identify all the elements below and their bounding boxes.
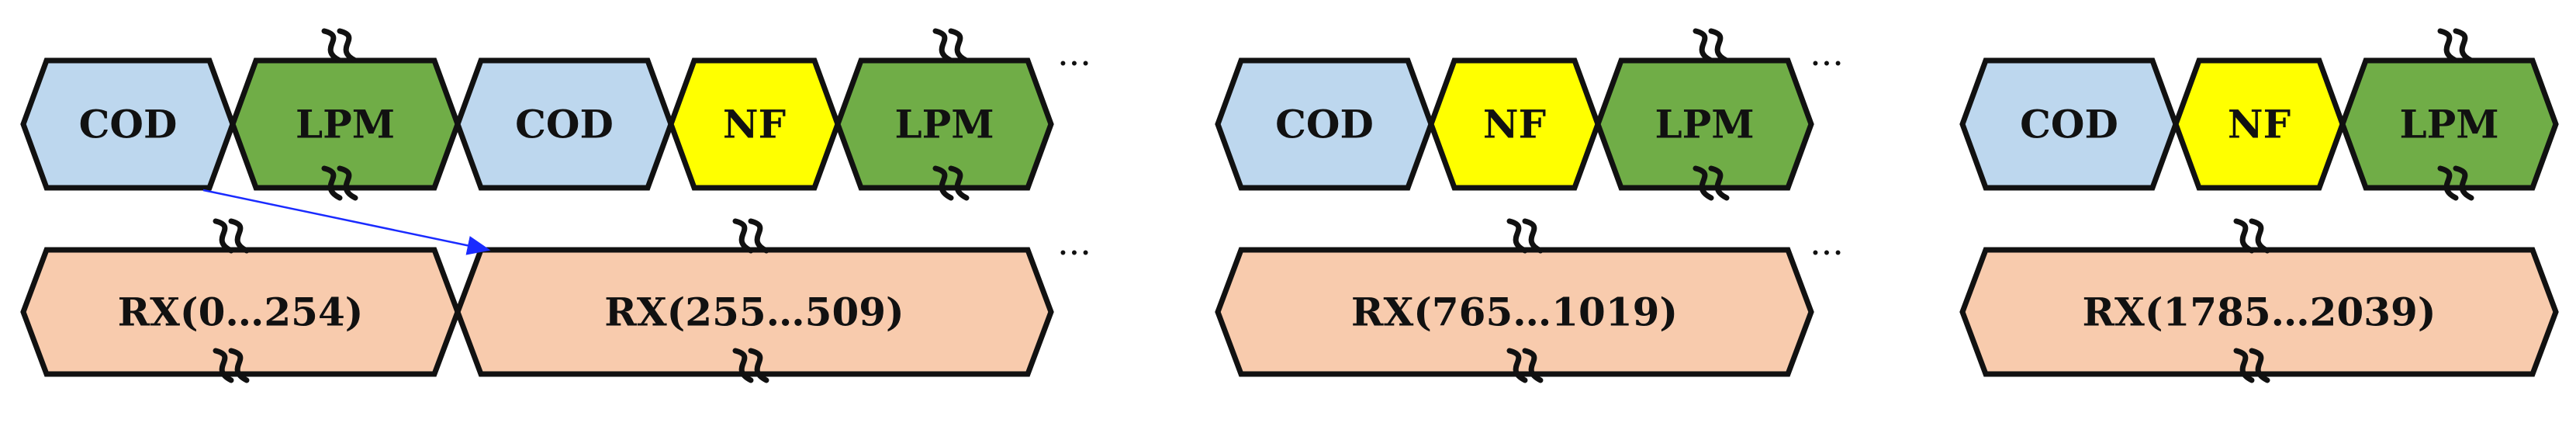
- lpm-block: [2339, 57, 2559, 191]
- nf-block-label: NF: [1483, 102, 1546, 147]
- rx-block: [1215, 247, 1814, 377]
- break-squiggle-icon: [732, 218, 769, 383]
- continuation-ellipsis: ...: [1057, 221, 1091, 263]
- rx-block-label: RX(765…1019): [1351, 289, 1678, 335]
- cod-block-label: COD: [2020, 102, 2118, 147]
- cod-block-label: COD: [79, 102, 178, 147]
- lpm-block-label: LPM: [894, 102, 994, 147]
- nf-block-label: NF: [2228, 102, 2291, 147]
- lpm-block-label: LPM: [296, 102, 395, 147]
- rx-block-label: RX(0…254): [118, 289, 364, 335]
- rx-block-label: RX(255…509): [604, 289, 904, 335]
- lpm-block-label: LPM: [1655, 102, 1754, 147]
- dependency-arrow: [202, 189, 491, 255]
- rx-block: [1959, 247, 2559, 377]
- break-squiggle-icon: [2233, 218, 2270, 383]
- cod-block-label: COD: [515, 102, 614, 147]
- nf-block-label: NF: [723, 102, 786, 147]
- break-squiggle-icon: [2437, 28, 2474, 201]
- break-squiggle-icon: [321, 28, 358, 201]
- lpm-block: [835, 57, 1054, 191]
- break-squiggle-icon: [1506, 218, 1544, 383]
- continuation-ellipsis: ...: [1810, 221, 1844, 263]
- rx-block-label: RX(1785…2039): [2083, 289, 2436, 335]
- break-squiggle-icon: [932, 28, 970, 201]
- break-squiggle-icon: [213, 218, 250, 383]
- cod-block-label: COD: [1275, 102, 1374, 147]
- continuation-ellipsis: ...: [1057, 32, 1091, 74]
- lpm-block: [1595, 57, 1814, 191]
- break-squiggle-icon: [1693, 28, 1730, 201]
- continuation-ellipsis: ...: [1810, 32, 1844, 74]
- lpm-block-label: LPM: [2399, 102, 2498, 147]
